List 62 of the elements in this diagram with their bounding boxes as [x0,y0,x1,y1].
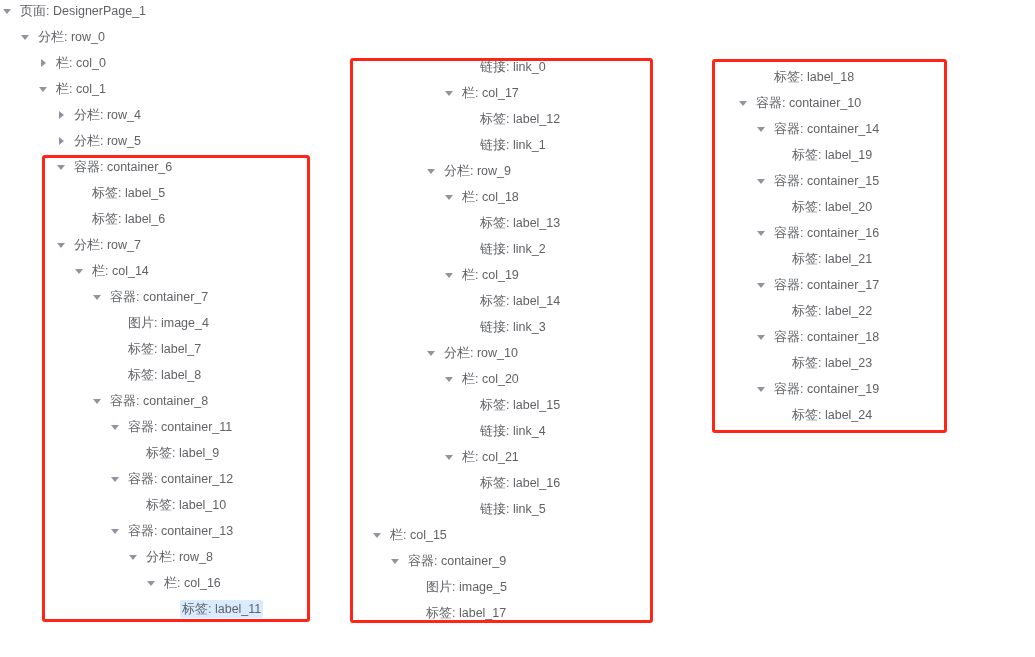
tree-item: 容器: container_7 [109,289,210,306]
tree-item: 标签: label_23 [791,355,874,372]
tree-item: 栏: col_20 [461,371,520,388]
tree-item: 栏: col_21 [461,449,520,466]
tree-item: 容器: container_15 [773,173,881,190]
tree-item: 分栏: row_0 [37,29,106,46]
tree-item: 容器: container_11 [127,419,234,436]
tree-item: 栏: col_15 [389,527,448,544]
tree-item: 容器: container_8 [109,393,210,410]
tree-item: 链接: link_4 [479,423,547,440]
tree-item: 分栏: row_8 [145,549,214,566]
tree-item: 标签: label_19 [791,147,874,164]
tree-item: 标签: label_20 [791,199,874,216]
tree-item: 标签: label_15 [479,397,562,414]
highlight-frame [712,59,947,433]
tree-item: 标签: label_21 [791,251,874,268]
tree-item: 标签: label_14 [479,293,562,310]
tree-item: 容器: container_14 [773,121,881,138]
tree-item: 栏: col_0 [55,55,107,72]
tree-item: 容器: container_18 [773,329,881,346]
tree-item: 栏: col_1 [55,81,107,98]
tree-item: 栏: col_17 [461,85,520,102]
tree-item: 标签: label_5 [91,185,167,202]
tree-item: 链接: link_2 [479,241,547,258]
tree-item: 标签: label_12 [479,111,562,128]
tree-item: 容器: container_19 [773,381,881,398]
tree-item: 容器: container_17 [773,277,881,294]
tree-item: 链接: link_1 [479,137,547,154]
tree-item: 栏: col_18 [461,189,520,206]
tree-item: 容器: container_13 [127,523,235,540]
tree-item: 链接: link_0 [479,59,547,76]
tree-item: 标签: label_17 [425,605,508,622]
selected-tree-item: 标签: label_11 [180,600,264,618]
tree-item: 标签: label_8 [127,367,203,384]
tree-item: 容器: container_10 [755,95,863,112]
tree-item: 容器: container_12 [127,471,235,488]
highlight-frame [42,155,310,622]
tree-item: 分栏: row_4 [73,107,142,124]
tree-item: 标签: label_10 [145,497,228,514]
tree-item: 页面: DesignerPage_1 [19,3,148,20]
tree-item: 容器: container_16 [773,225,881,242]
tree-item: 图片: image_4 [127,315,210,332]
tree-item: 容器: container_9 [407,553,508,570]
tree-item: 栏: col_14 [91,263,150,280]
tree-item: 栏: col_19 [461,267,520,284]
tree-item: 标签: label_16 [479,475,562,492]
tree-item: 容器: container_6 [73,159,174,176]
tree-item: 标签: label_22 [791,303,874,320]
tree-item: 分栏: row_9 [443,163,512,180]
tree-item: 标签: label_18 [773,69,856,86]
tree-item: 分栏: row_7 [73,237,142,254]
tree-item: 图片: image_5 [425,579,508,596]
tree-item: 标签: label_7 [127,341,203,358]
tree-item: 分栏: row_10 [443,345,519,362]
tree-item: 标签: label_9 [145,445,221,462]
highlight-frame [350,58,653,623]
tree-item: 链接: link_3 [479,319,547,336]
tree-item: 链接: link_5 [479,501,547,518]
tree-item: 标签: label_24 [791,407,874,424]
tree-item: 标签: label_6 [91,211,167,228]
tree-item: 标签: label_13 [479,215,562,232]
tree-item: 栏: col_16 [163,575,222,592]
